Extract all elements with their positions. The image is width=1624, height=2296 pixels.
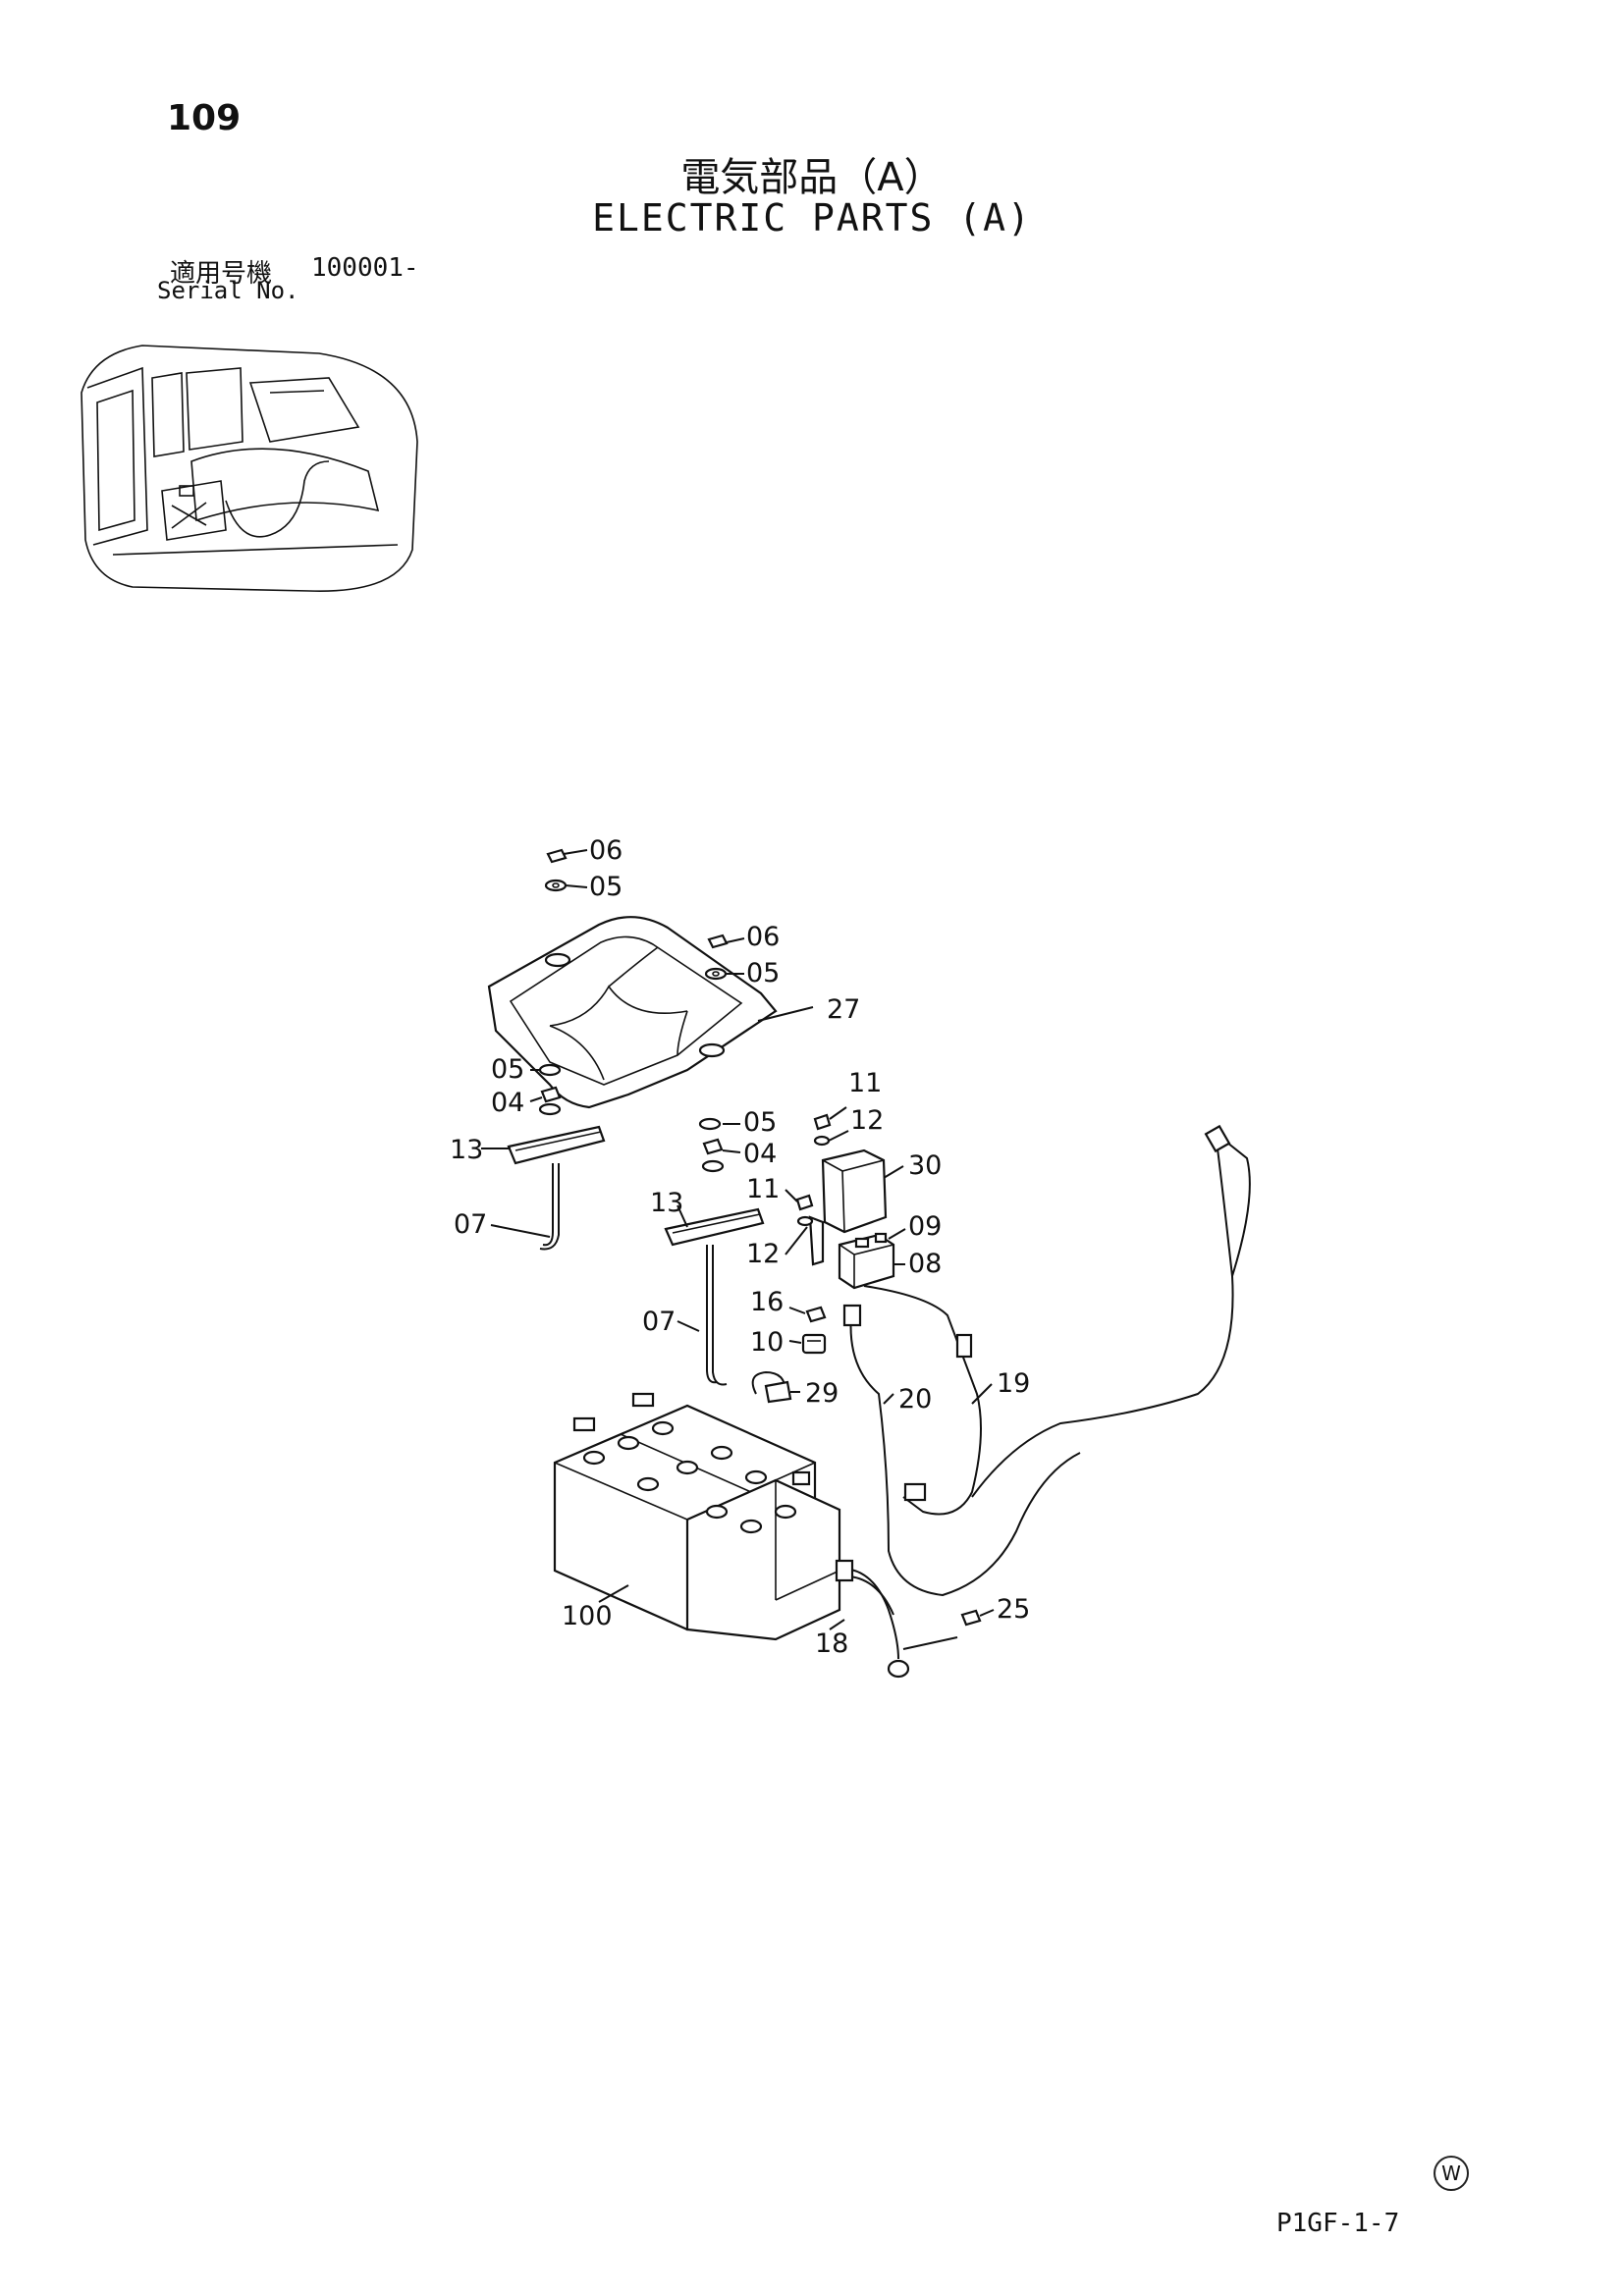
callout-04-center: 04 (743, 1139, 777, 1169)
hold-down-right (664, 1117, 765, 1386)
cable-20 (842, 1304, 1081, 1597)
callout-07-left: 07 (454, 1209, 487, 1240)
document-code: P1GF-1-7 (1276, 2209, 1400, 2238)
callout-19: 19 (997, 1368, 1030, 1399)
callout-11-lower: 11 (746, 1174, 780, 1204)
callout-30: 30 (908, 1150, 942, 1181)
callout-06-right: 06 (746, 922, 780, 952)
callout-11-top: 11 (848, 1068, 882, 1098)
callout-05-top: 05 (589, 872, 623, 902)
callout-12-top: 12 (850, 1105, 884, 1136)
callout-27: 27 (827, 994, 860, 1025)
callout-09: 09 (908, 1211, 942, 1242)
strap-29 (751, 1370, 792, 1404)
battery-relay-08 (838, 1232, 895, 1290)
page-number: 109 (167, 98, 242, 138)
leader-lines (481, 849, 995, 1650)
serial-label-japanese: 適用号機 (170, 259, 273, 289)
fuse-parts-10-16 (801, 1306, 827, 1355)
machine-locator-thumbnail (81, 345, 418, 592)
serial-value: 100001- (311, 253, 419, 283)
serial-label-english: Serial No. (157, 277, 299, 304)
callout-08: 08 (908, 1249, 942, 1279)
callout-05-left: 05 (491, 1054, 524, 1085)
callout-04-left: 04 (491, 1088, 524, 1118)
hold-down-left (507, 1063, 606, 1251)
relay-bracket-30 (795, 1113, 888, 1266)
callout-13-center: 13 (650, 1188, 683, 1218)
callout-06-top: 06 (589, 835, 623, 866)
title-english: ELECTRIC PARTS (A) (592, 196, 1032, 240)
callout-12-lower: 12 (746, 1239, 780, 1269)
cable-18 (835, 1559, 982, 1679)
bolt-washer-stack-left (544, 848, 729, 981)
callout-05-right: 05 (746, 958, 780, 988)
battery-cover-27 (487, 916, 778, 1109)
title-japanese: 電気部品（A） (680, 155, 944, 200)
callout-18: 18 (815, 1629, 848, 1659)
watermark-w-circle: W (1434, 2156, 1469, 2191)
callout-20: 20 (898, 1384, 932, 1415)
callout-05-center: 05 (743, 1107, 777, 1138)
callout-25: 25 (997, 1594, 1030, 1625)
callout-100: 100 (562, 1601, 613, 1631)
callout-07-center: 07 (642, 1307, 676, 1337)
callout-16: 16 (750, 1287, 784, 1317)
callout-13-left: 13 (450, 1135, 483, 1165)
batteries-100 (553, 1392, 841, 1641)
callout-29: 29 (805, 1378, 839, 1409)
callout-10: 10 (750, 1327, 784, 1358)
cable-19 (863, 1124, 1251, 1516)
